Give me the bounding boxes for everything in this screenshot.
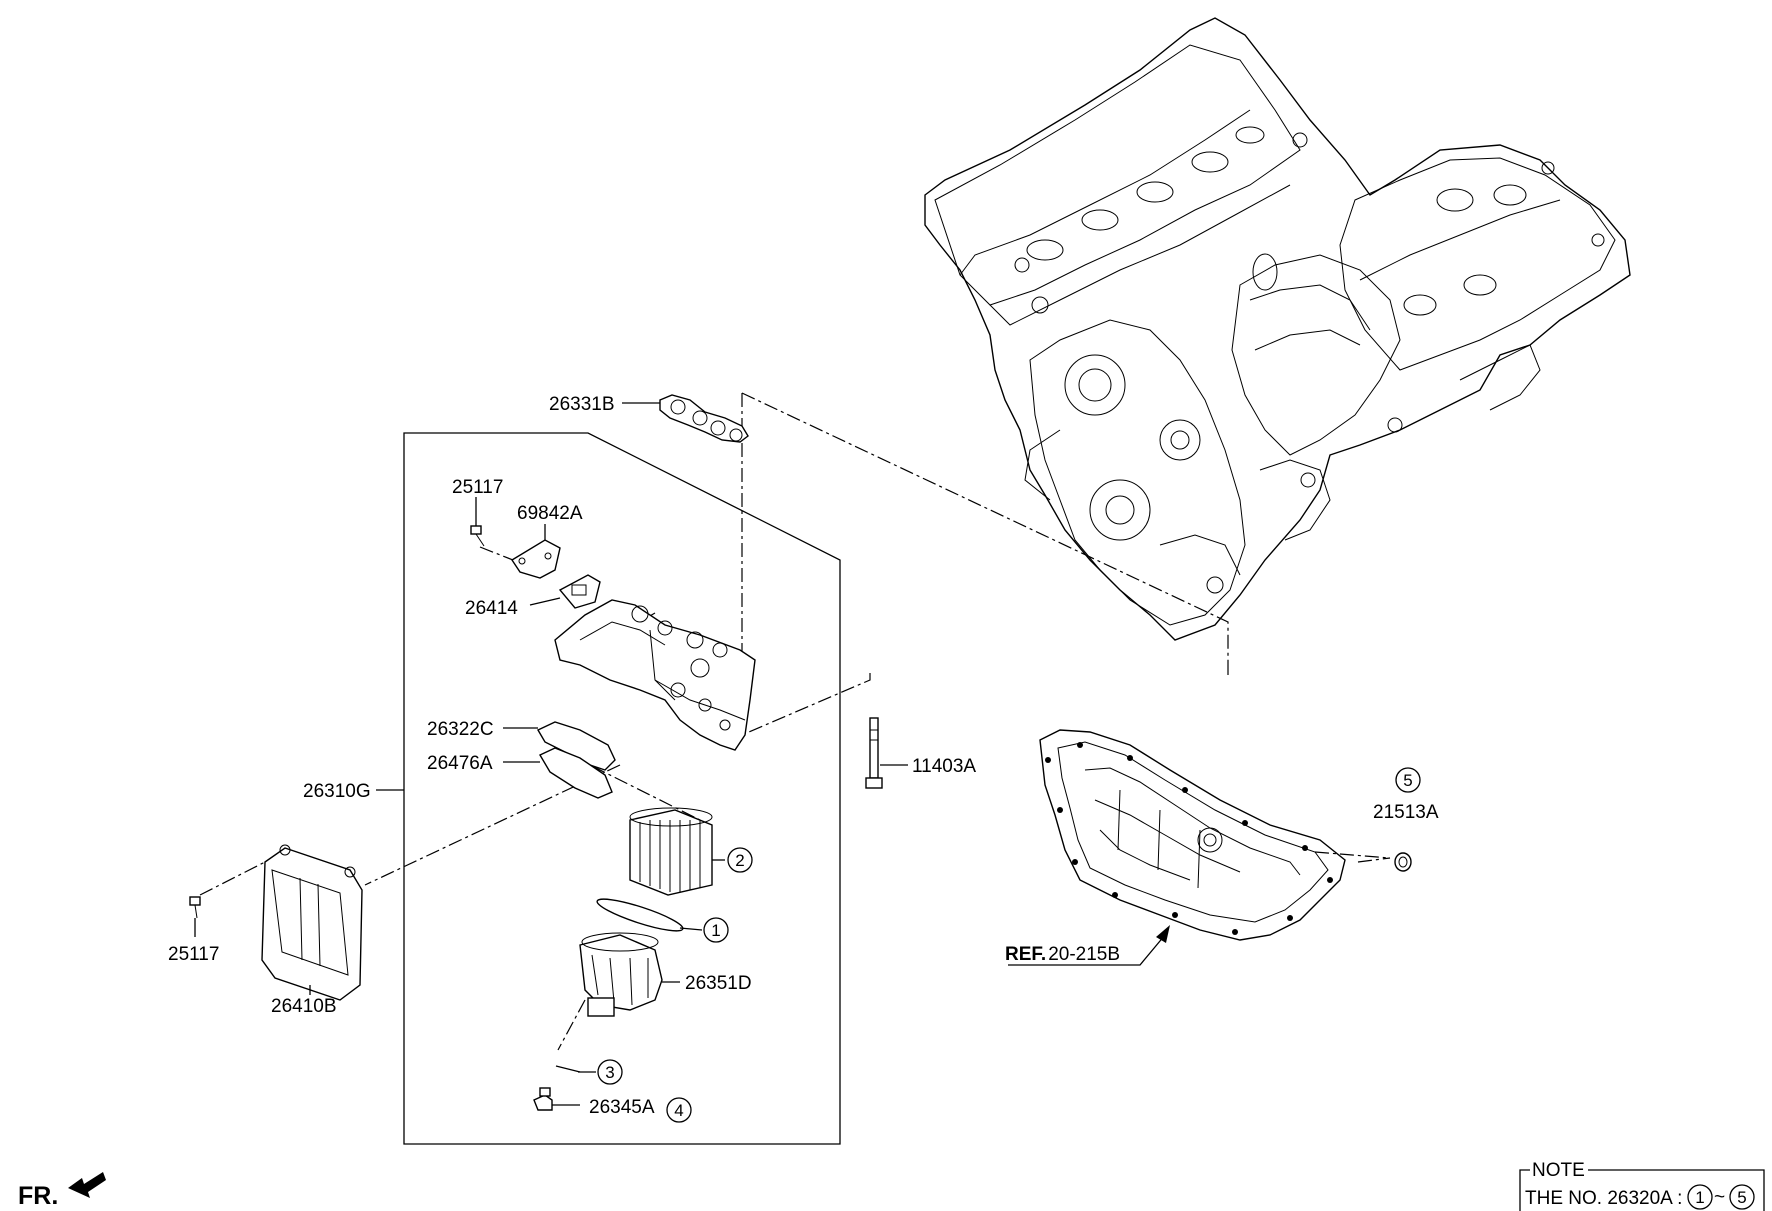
bolt-25117-left <box>189 896 201 919</box>
callout-5-number: 5 <box>1403 771 1412 790</box>
label-26476A: 26476A <box>427 753 493 774</box>
label-26345A: 26345A <box>589 1097 655 1118</box>
callout-1-number: 1 <box>711 921 720 940</box>
label-21513A: 21513A <box>1373 802 1439 823</box>
reference-prefix: REF. <box>1005 944 1046 965</box>
bolt-11403A <box>865 717 883 789</box>
label-11403A: 11403A <box>912 756 976 777</box>
gasket-26414 <box>558 574 601 609</box>
label-25117-left: 25117 <box>168 944 219 965</box>
callout-2-number: 2 <box>735 851 744 870</box>
front-direction-indicator: FR. <box>18 1172 106 1210</box>
oil-cooler-26410B <box>261 844 363 1001</box>
callout-4: 4 <box>666 1097 692 1123</box>
leader-26414 <box>529 597 561 606</box>
oil-filter-housing <box>554 599 756 751</box>
label-69842A: 69842A <box>517 503 583 524</box>
washer-21513A <box>1394 852 1412 872</box>
label-26331B: 26331B <box>549 394 615 415</box>
label-26351D: 26351D <box>685 973 752 994</box>
callout-3-number: 3 <box>605 1063 614 1082</box>
drain-plug-26345A <box>533 1087 553 1111</box>
gasket-26476A <box>539 747 613 799</box>
reference-label: REF.20-215B <box>1005 944 1120 965</box>
note-range-sep: ~ <box>1714 1187 1725 1208</box>
note-box: NOTE THE NO. 26320A : 1 ~ 5 <box>1519 1160 1765 1211</box>
engine-block <box>924 17 1631 641</box>
leader-c1 <box>679 927 703 931</box>
assembly-frame <box>403 432 841 1145</box>
note-text: THE NO. 26320A : <box>1525 1188 1682 1209</box>
callout-1: 1 <box>703 917 729 943</box>
front-arrow-icon <box>68 1172 106 1198</box>
oil-filter-cap-26351D <box>579 932 663 1017</box>
ref-leader <box>1008 925 1170 966</box>
reference-code: 20-215B <box>1048 944 1120 965</box>
oil-pan <box>1039 729 1346 941</box>
front-label: FR. <box>18 1182 58 1210</box>
note-range-start: 1 <box>1695 1188 1704 1207</box>
bolt-25117-top <box>470 525 485 547</box>
label-26310G: 26310G <box>303 781 371 802</box>
gasket-26331B <box>659 394 749 443</box>
gasket-26322C <box>537 721 616 771</box>
callout-2: 2 <box>727 847 753 873</box>
small-o-ring <box>555 1065 581 1073</box>
o-ring <box>596 898 684 932</box>
label-26322C: 26322C <box>427 719 494 740</box>
label-26410B: 26410B <box>271 996 337 1017</box>
oil-filter-element <box>629 807 713 896</box>
label-25117-top: 25117 <box>452 477 503 498</box>
callout-5: 5 <box>1395 767 1421 793</box>
plate-69842A <box>511 539 561 579</box>
note-range-end: 5 <box>1737 1188 1746 1207</box>
label-26414: 26414 <box>465 598 518 619</box>
note-title: NOTE <box>1532 1160 1585 1181</box>
callout-4-number: 4 <box>674 1101 683 1120</box>
callout-3: 3 <box>597 1059 623 1085</box>
